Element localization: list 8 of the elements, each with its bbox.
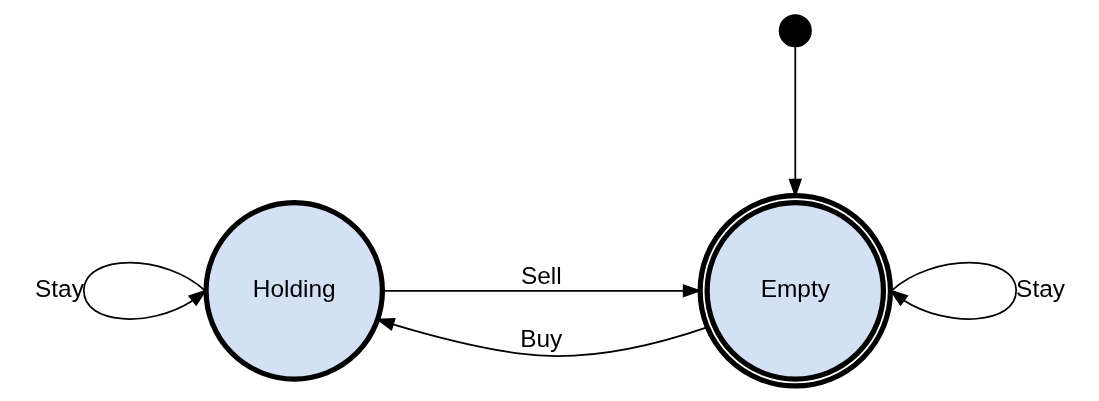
edge-label: Stay [1015, 275, 1065, 303]
edge-label: Stay [34, 275, 84, 303]
node-circle [778, 14, 812, 48]
arrow [82, 261, 207, 320]
edge-label: Sell [520, 262, 562, 290]
node-circle: Empty [697, 193, 893, 389]
node-circle: Holding [202, 200, 385, 382]
edge-label: Buy [519, 325, 562, 353]
